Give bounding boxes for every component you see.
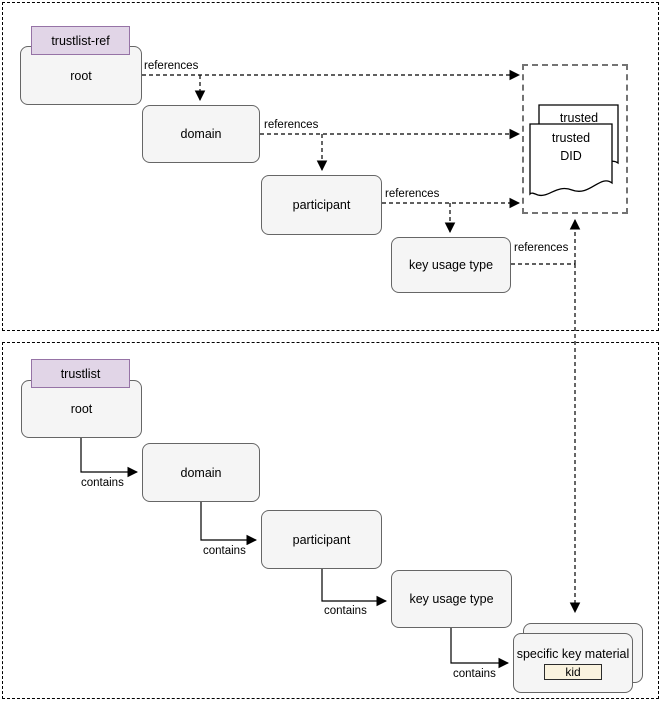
node-label: domain — [180, 127, 222, 141]
edge-label-references-4: references — [513, 242, 570, 255]
node-root-ref: root — [20, 46, 142, 105]
tag-trustlist: trustlist — [31, 359, 130, 388]
node-key-usage-ref: key usage type — [391, 237, 511, 293]
edge-label-references-1: references — [143, 60, 200, 73]
node-label: root — [70, 402, 93, 416]
node-participant: participant — [261, 510, 382, 569]
edge-label-references-3: references — [384, 188, 441, 201]
document-front-label-line1: trusted — [552, 131, 590, 145]
document-front-label-line2: DID — [560, 149, 582, 163]
edge-label-contains-3: contains — [323, 605, 368, 618]
node-label: root — [70, 68, 92, 83]
tag-label: trustlist — [60, 366, 101, 381]
node-root: root — [21, 380, 142, 438]
document-icon-front: trusted DID — [529, 123, 613, 197]
node-key-usage: key usage type — [391, 570, 512, 628]
kid-badge: kid — [544, 663, 602, 680]
section-trustlist — [2, 342, 659, 699]
node-label: key usage type — [408, 258, 494, 272]
node-label: specific key material — [516, 646, 630, 661]
edge-label-contains-1: contains — [80, 477, 125, 490]
node-label: key usage type — [409, 592, 494, 606]
node-label: domain — [180, 465, 222, 480]
node-key-material: specific key material kid — [513, 633, 633, 693]
edge-label-references-2: references — [263, 119, 320, 132]
edge-label-contains-4: contains — [452, 668, 497, 681]
edge-label-contains-2: contains — [202, 545, 247, 558]
trusted-did-group: trusted trusted DID — [522, 64, 628, 214]
node-participant-ref: participant — [261, 175, 382, 235]
tag-label: trustlist-ref — [51, 33, 110, 48]
tag-trustlist-ref: trustlist-ref — [31, 26, 130, 55]
node-label: participant — [292, 532, 351, 547]
document-back-label: trusted — [560, 111, 598, 125]
section-trustlist-ref — [2, 2, 659, 331]
node-domain-ref: domain — [142, 105, 260, 163]
node-label: participant — [292, 198, 351, 212]
node-domain: domain — [142, 443, 260, 502]
